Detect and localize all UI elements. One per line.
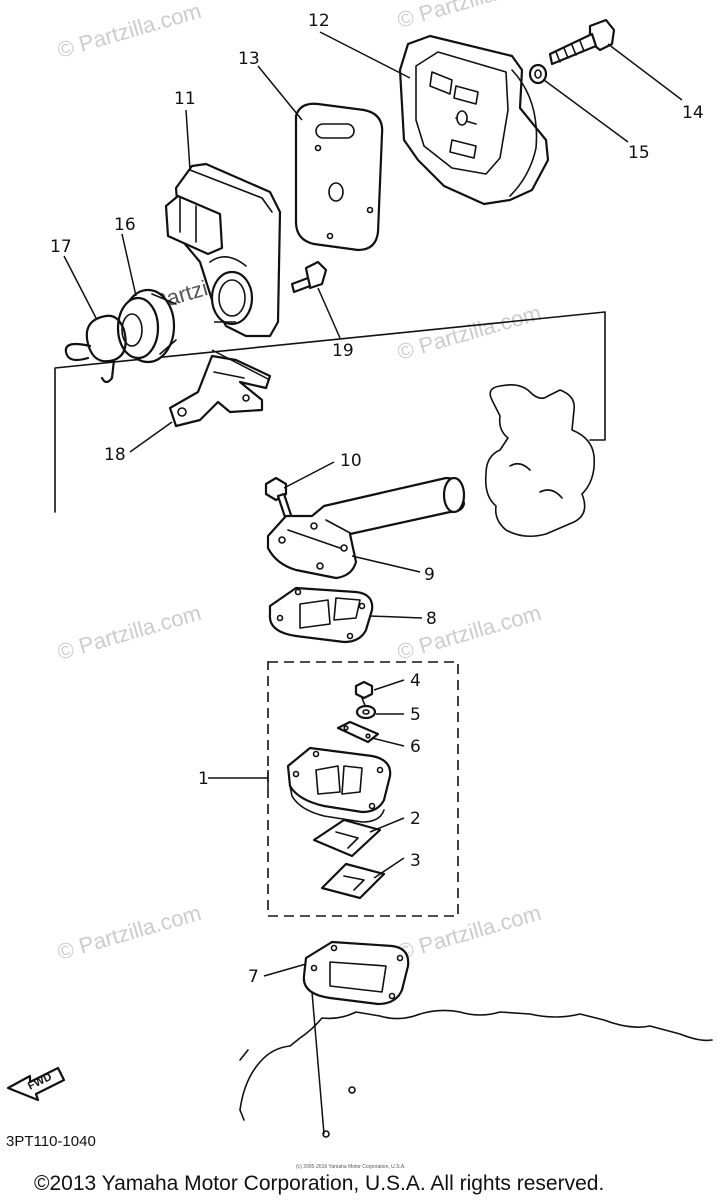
callout-12: 12 xyxy=(308,11,330,31)
callout-13: 13 xyxy=(238,49,260,69)
small-copyright: (c) 2005-2016 Yamaha Motor Corporation, … xyxy=(296,1164,406,1170)
callout-3: 3 xyxy=(410,851,421,871)
watermark: © Partzilla.com xyxy=(394,900,543,965)
callout-5: 5 xyxy=(410,705,421,725)
callout-10: 10 xyxy=(340,451,362,471)
part-16-cap xyxy=(116,288,177,364)
engine-outline-lower xyxy=(239,1009,713,1111)
diagram-reference: 3PT110-1040 xyxy=(6,1133,96,1150)
part-6-stopper xyxy=(336,720,380,744)
callout-7: 7 xyxy=(248,967,259,987)
engine-outline-upper xyxy=(484,384,596,538)
part-18-bracket xyxy=(168,354,272,428)
part-8-gasket xyxy=(268,586,374,644)
callout-17: 17 xyxy=(50,237,72,257)
watermark: © Partzilla.com xyxy=(394,600,543,665)
callout-18: 18 xyxy=(104,445,126,465)
callout-labels: 12 13 11 14 15 16 17 19 18 10 9 8 4 5 6 … xyxy=(50,11,704,987)
callout-11: 11 xyxy=(174,89,196,109)
callout-1: 1 xyxy=(198,769,209,789)
part-4-screw xyxy=(354,680,374,709)
callout-4: 4 xyxy=(410,671,421,691)
fwd-arrow-icon: FWD xyxy=(6,1066,66,1102)
callout-9: 9 xyxy=(424,565,435,585)
watermark: © Partzilla.com xyxy=(54,0,203,63)
copyright-notice: ©2013 Yamaha Motor Corporation, U.S.A. A… xyxy=(34,1172,604,1195)
part-17-clip xyxy=(64,314,127,384)
leader-lines xyxy=(63,31,683,1135)
part-2-reed xyxy=(312,818,382,858)
watermark: © Partzilla.com xyxy=(54,600,203,665)
callout-14: 14 xyxy=(682,103,704,123)
part-19-fitting xyxy=(290,260,328,294)
part-9-intake-pipe xyxy=(266,476,466,580)
assembly-1-box xyxy=(267,661,459,917)
part-12-cover xyxy=(398,34,550,206)
callout-2: 2 xyxy=(410,809,421,829)
callout-15: 15 xyxy=(628,143,650,163)
part-1-reed-valve-body xyxy=(286,746,392,823)
part-7-gasket xyxy=(302,940,410,1006)
watermark: © Partzilla.com xyxy=(54,900,203,965)
assembly-boundary-line xyxy=(54,311,606,513)
watermark: © Partzilla.com xyxy=(394,0,543,33)
part-10-screw xyxy=(264,476,294,522)
callout-19: 19 xyxy=(332,341,354,361)
part-14-bolt xyxy=(548,18,616,66)
watermark: © Partzilla.com xyxy=(394,300,543,365)
callout-8: 8 xyxy=(426,609,437,629)
callout-16: 16 xyxy=(114,215,136,235)
part-13-gasket xyxy=(294,102,384,252)
part-3-reed xyxy=(320,862,386,900)
part-11-silencer xyxy=(164,162,282,338)
callout-6: 6 xyxy=(410,737,421,757)
